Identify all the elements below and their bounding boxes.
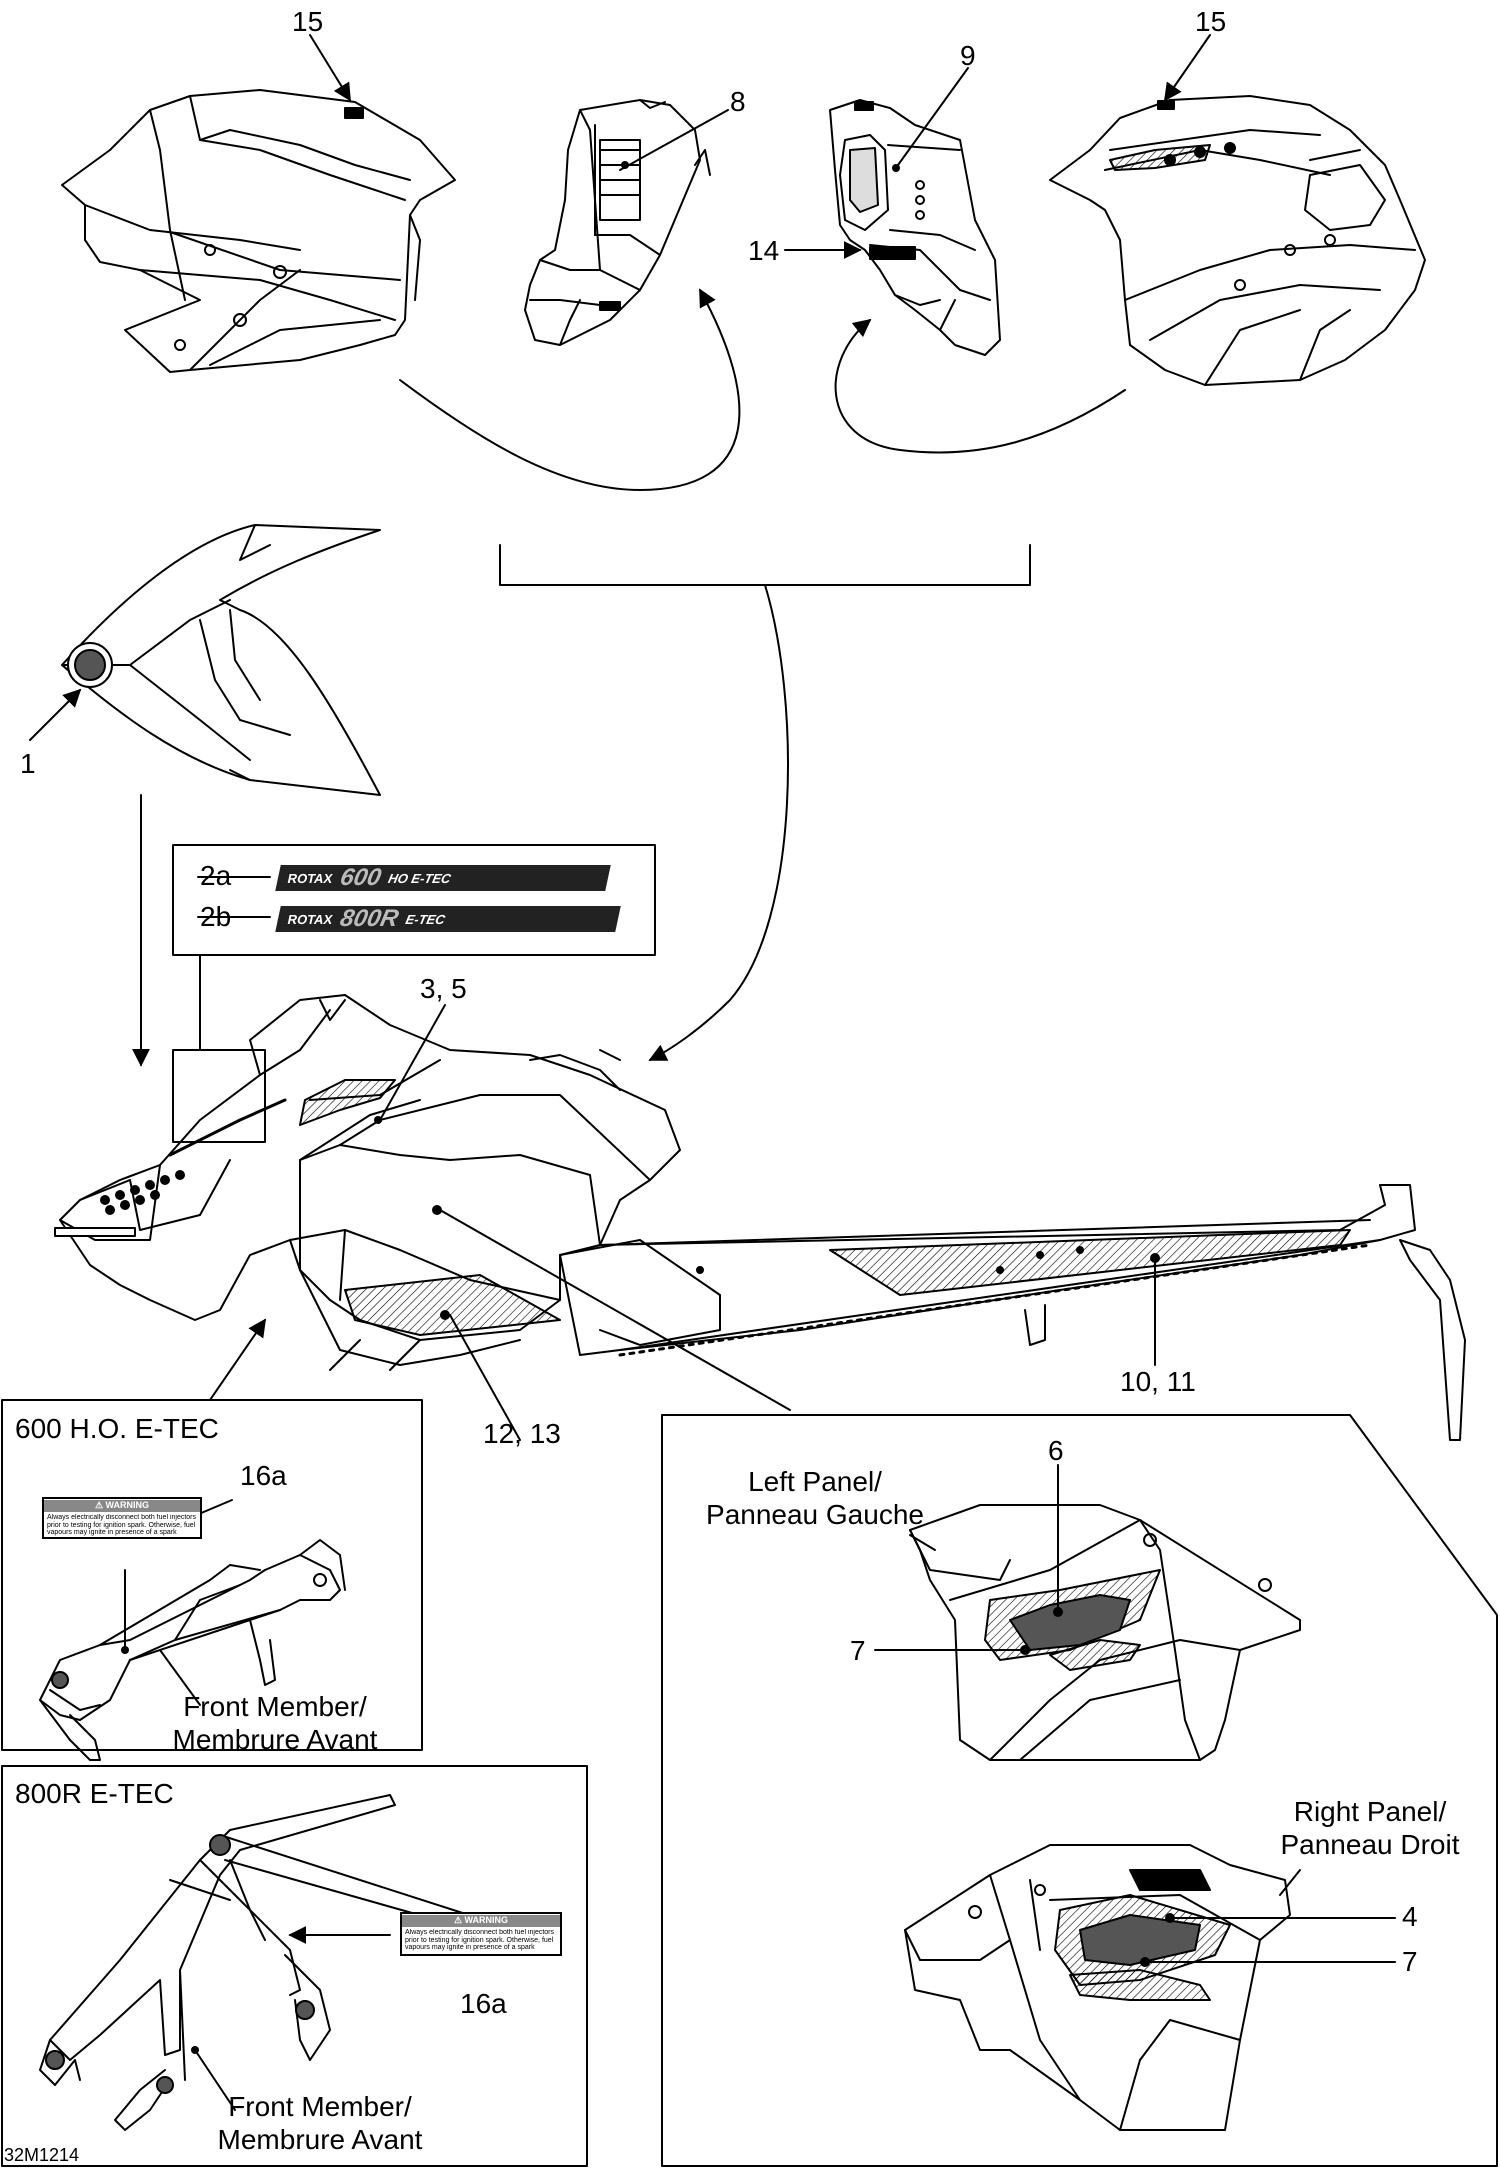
side-panel-top-center-right xyxy=(829,99,1001,356)
callout-4: 4 xyxy=(1402,1901,1418,1932)
box-arrow-left xyxy=(209,1318,267,1401)
warning-label-800r-heading: ⚠ WARNING xyxy=(402,1915,560,1927)
decal-2a-brand: ROTAX xyxy=(286,870,335,886)
decal-2b-suffix: E-TEC xyxy=(404,911,447,927)
decal-2a: ROTAX 600 HO E-TEC xyxy=(275,864,611,891)
panel-box-outline xyxy=(661,1414,1498,2167)
callout-1: 1 xyxy=(20,748,36,779)
warning-label-600ho-heading: ⚠ WARNING xyxy=(44,1500,200,1512)
front-member-600ho-label: Front Member/ Membrure Avant xyxy=(155,1690,395,1756)
callout-leader-front-member-600ho xyxy=(159,1649,201,1706)
decal-2b-model: 800R xyxy=(337,905,401,932)
callout-15-left: 15 xyxy=(292,6,324,37)
callout-7-bottom: 7 xyxy=(1402,1946,1418,1977)
connector-curve-right xyxy=(834,318,1126,454)
side-panel-top-right xyxy=(1049,95,1426,386)
box-600ho-title: 600 H.O. E-TEC xyxy=(15,1413,219,1444)
side-panel-top-center-left xyxy=(524,99,711,346)
front-member-800r-label: Front Member/ Membrure Avant xyxy=(200,2090,440,2156)
decal-2a-model: 600 xyxy=(337,864,384,891)
front-member-800r xyxy=(39,1794,501,2131)
callout-leader-left-panel xyxy=(909,1534,936,1551)
callout-leader-right-panel xyxy=(1279,1869,1301,1896)
left-panel-line2: Panneau Gauche xyxy=(706,1499,924,1531)
box-800r-title: 800R E-TEC xyxy=(15,1778,174,1809)
side-panel-top-left xyxy=(61,89,456,373)
decal-2b: ROTAX 800R E-TEC xyxy=(275,905,621,932)
callout-10-11: 10, 11 xyxy=(1120,1366,1196,1397)
left-panel-line1: Left Panel/ xyxy=(748,1466,882,1497)
callout-leader-1 xyxy=(29,688,82,741)
decal-2a-suffix: HO E-TEC xyxy=(386,870,453,886)
callout-3-5: 3, 5 xyxy=(420,973,467,1004)
callout-leader-15-left xyxy=(309,34,351,102)
callout-leader-center xyxy=(439,1209,791,1411)
callout-14: 14 xyxy=(748,235,780,266)
callout-8: 8 xyxy=(730,86,746,117)
left-panel xyxy=(909,1504,1301,1761)
callout-16a-top: 16a xyxy=(240,1460,287,1491)
decal-box xyxy=(172,844,656,956)
right-panel-label: Right Panel/ Panneau Droit xyxy=(1260,1795,1480,1861)
bracket-arrow xyxy=(648,584,789,1061)
callout-2b: 2b xyxy=(200,901,232,932)
left-panel-label: Left Panel/ Panneau Gauche xyxy=(690,1465,940,1531)
group-bracket xyxy=(499,544,1031,586)
callout-6: 6 xyxy=(1048,1435,1064,1466)
callout-16a-bottom: 16a xyxy=(460,1988,507,2019)
callout-leader-15-right xyxy=(1163,34,1211,102)
nose-piece xyxy=(61,524,381,796)
front-member-600ho-line1: Front Member/ xyxy=(183,1691,367,1722)
callout-2a: 2a xyxy=(200,860,232,891)
callout-leader-front-member-800r xyxy=(194,2049,236,2111)
front-member-800r-line1: Front Member/ xyxy=(228,2091,412,2122)
callout-leader-3-5 xyxy=(379,1004,446,1121)
callout-12-13: 12, 13 xyxy=(483,1418,561,1449)
callout-leader-12-13 xyxy=(449,1314,521,1441)
hood-detail-box xyxy=(172,1049,266,1143)
decal-2b-brand: ROTAX xyxy=(286,911,335,927)
right-panel-line1: Right Panel/ xyxy=(1293,1796,1447,1827)
callout-leader-8 xyxy=(619,109,729,171)
warning-label-800r-body: Always electrically disconnect both fuel… xyxy=(405,1928,555,1951)
right-panel-line2: Panneau Droit xyxy=(1280,1829,1460,1861)
front-member-600ho-line2: Membrure Avant xyxy=(172,1724,378,1756)
warning-label-600ho: ⚠ WARNING Always electrically disconnect… xyxy=(42,1497,202,1539)
warning-label-800r: ⚠ WARNING Always electrically disconnect… xyxy=(400,1912,562,1956)
front-member-800r-line2: Membrure Avant xyxy=(217,2124,423,2156)
callout-leader-9 xyxy=(897,67,969,166)
connector-curve-left xyxy=(399,288,741,491)
callout-7-top: 7 xyxy=(850,1635,866,1666)
main-body xyxy=(54,994,1466,1441)
callout-15-right: 15 xyxy=(1195,6,1227,37)
warning-label-600ho-body: Always electrically disconnect both fuel… xyxy=(47,1513,197,1536)
figure-id: 32M1214 xyxy=(4,2145,80,2165)
callout-9: 9 xyxy=(960,40,976,71)
